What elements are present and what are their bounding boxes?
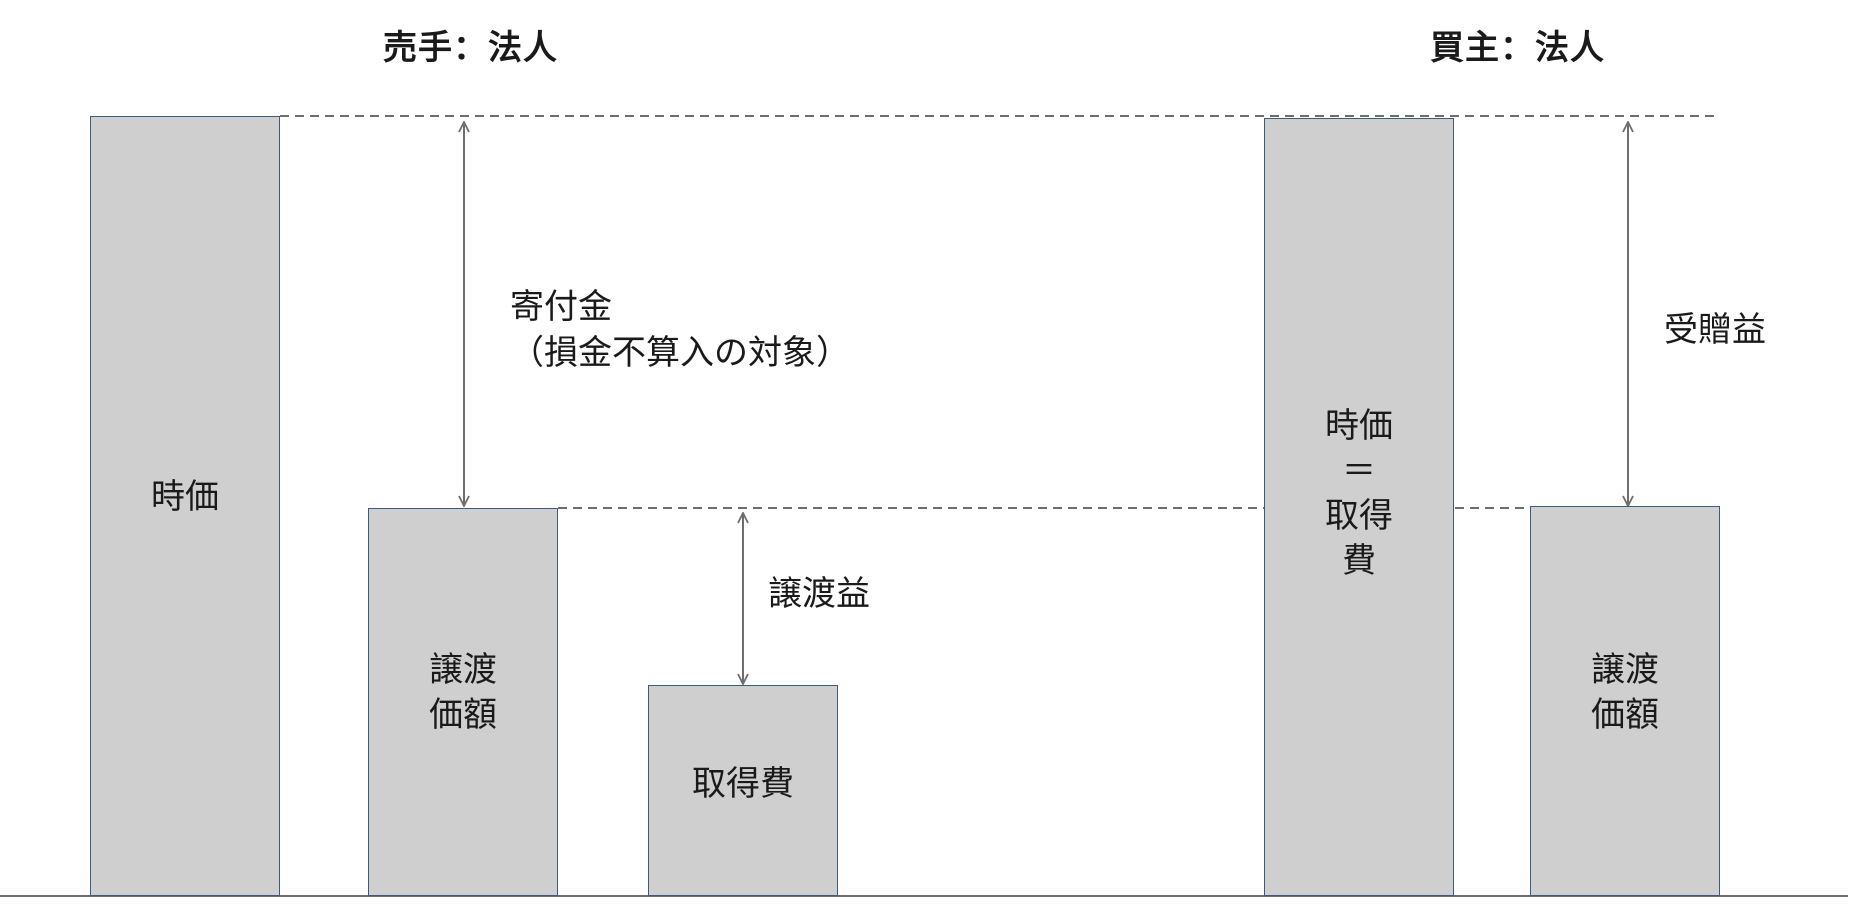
buyer-transfer-price-bar (1530, 506, 1720, 896)
seller-market-value-bar (90, 116, 280, 896)
transfer-gain-label: 譲渡益 (768, 574, 870, 614)
seller-acquisition-cost-label: 取得費 (692, 764, 794, 804)
gift-gain-label: 受贈益 (1664, 310, 1766, 350)
seller-market-value-label: 時価 (151, 477, 219, 517)
seller-transfer-price-bar (368, 508, 558, 896)
buyer-transfer-price-label: 譲渡 価額 (1591, 650, 1659, 735)
buyer-market-value-bar (1264, 118, 1454, 896)
seller-acquisition-cost-bar (648, 685, 838, 896)
buyer-heading: 買主：法人 (1430, 28, 1605, 68)
seller-heading: 売手：法人 (383, 28, 558, 68)
seller-transfer-price-label: 譲渡 価額 (429, 650, 497, 735)
buyer-market-value-label: 時価 ＝ 取得 費 (1325, 406, 1393, 581)
donation-label: 寄付金 （損金不算入の対象） (510, 287, 850, 373)
